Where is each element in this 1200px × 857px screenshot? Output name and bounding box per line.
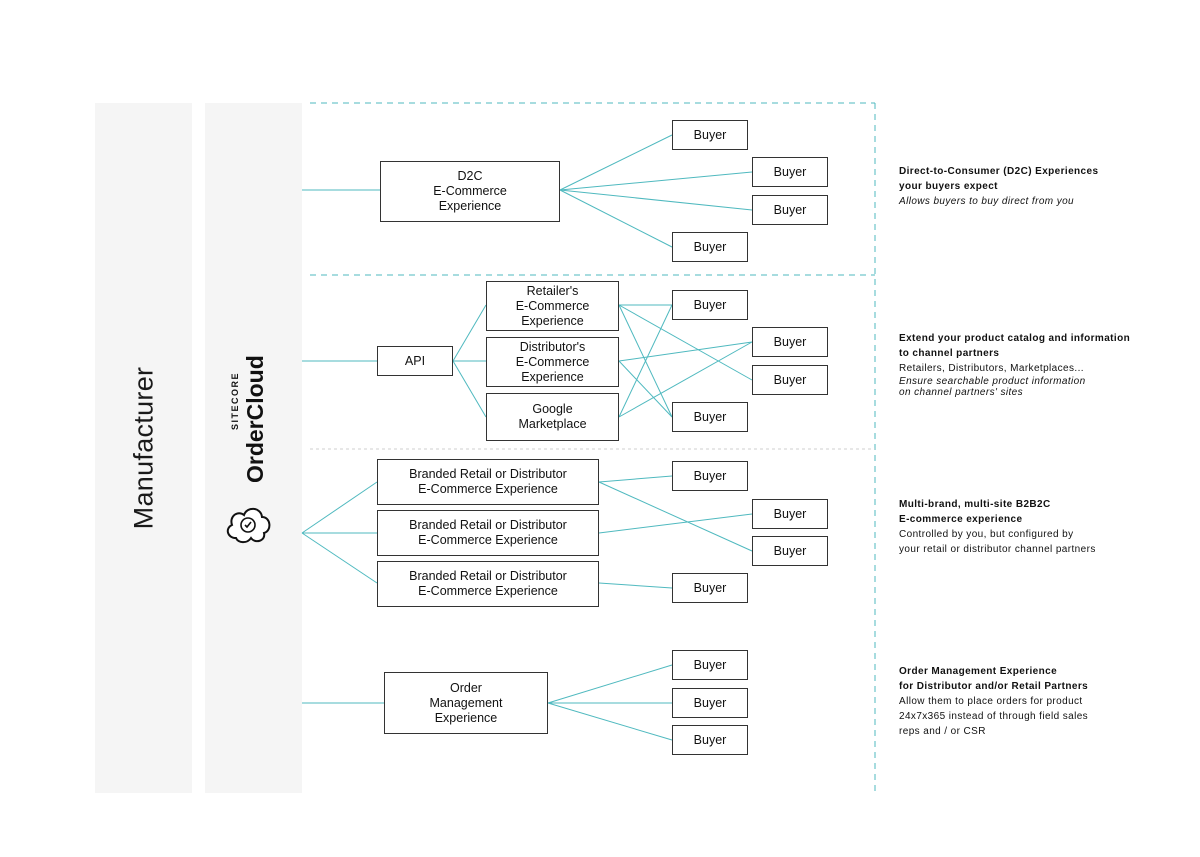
d2c-buyer-2: Buyer xyxy=(752,157,828,187)
multibrand-buyer-4: Buyer xyxy=(672,573,748,603)
oms-buyer-1: Buyer xyxy=(672,650,748,680)
multibrand-site-2: Branded Retail or Distributor E-Commerce… xyxy=(377,510,599,556)
api-channel-google: Google Marketplace xyxy=(486,393,619,441)
multibrand-buyer-3: Buyer xyxy=(752,536,828,566)
multibrand-site-3: Branded Retail or Distributor E-Commerce… xyxy=(377,561,599,607)
api-hub-node: API xyxy=(377,346,453,376)
api-description: Extend your product catalog and informat… xyxy=(899,331,1169,398)
manufacturer-column: Manufacturer xyxy=(95,103,192,793)
multibrand-desc-title: Multi-brand, multi-site B2B2C E-commerce… xyxy=(899,499,1051,525)
oms-description: Order Management Experience for Distribu… xyxy=(899,664,1169,739)
oms-buyer-2: Buyer xyxy=(672,688,748,718)
api-channel-retailer: Retailer's E-Commerce Experience xyxy=(486,281,619,331)
api-buyer-4: Buyer xyxy=(672,402,748,432)
multibrand-site-1: Branded Retail or Distributor E-Commerce… xyxy=(377,459,599,505)
oms-buyer-3: Buyer xyxy=(672,725,748,755)
multibrand-description: Multi-brand, multi-site B2B2C E-commerce… xyxy=(899,497,1169,557)
api-buyer-3: Buyer xyxy=(752,365,828,395)
multibrand-desc-body: Controlled by you, but configured by you… xyxy=(899,529,1096,555)
oms-desc-title: Order Management Experience for Distribu… xyxy=(899,666,1089,692)
oms-desc-body: Allow them to place orders for product 2… xyxy=(899,696,1089,737)
oms-hub-node: Order Management Experience xyxy=(384,672,548,734)
api-buyer-1: Buyer xyxy=(672,290,748,320)
d2c-desc-italic: Allows buyers to buy direct from you xyxy=(899,196,1075,207)
ordercloud-column xyxy=(205,103,302,793)
api-buyer-2: Buyer xyxy=(752,327,828,357)
multibrand-buyer-2: Buyer xyxy=(752,499,828,529)
ordercloud-brand: SITECORE OrderCloud xyxy=(226,350,278,550)
d2c-buyer-1: Buyer xyxy=(672,120,748,150)
api-desc-title: Extend your product catalog and informat… xyxy=(899,333,1131,359)
d2c-buyer-4: Buyer xyxy=(672,232,748,262)
api-channel-distributor: Distributor's E-Commerce Experience xyxy=(486,337,619,387)
d2c-description: Direct-to-Consumer (D2C) Experiences you… xyxy=(899,164,1169,209)
d2c-buyer-3: Buyer xyxy=(752,195,828,225)
d2c-desc-title: Direct-to-Consumer (D2C) Experiences you… xyxy=(899,166,1099,192)
api-desc-italic: Ensure searchable product information on… xyxy=(899,376,1086,398)
api-desc-body: Retailers, Distributors, Marketplaces... xyxy=(899,363,1084,374)
d2c-hub-node: D2C E-Commerce Experience xyxy=(380,161,560,222)
multibrand-buyer-1: Buyer xyxy=(672,461,748,491)
cloud-logo-icon xyxy=(226,507,271,544)
